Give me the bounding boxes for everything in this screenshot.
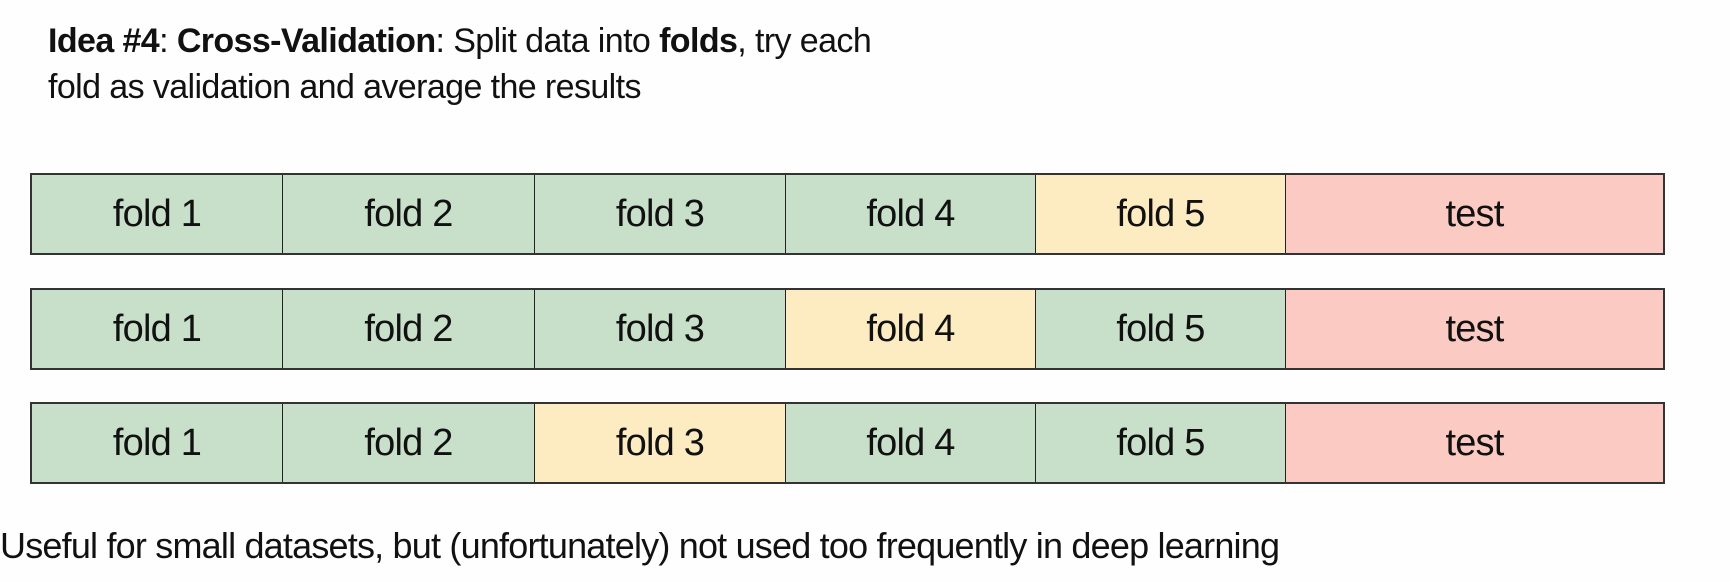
test-cell: test xyxy=(1286,290,1663,368)
test-cell: test xyxy=(1286,404,1663,482)
train-fold-cell: fold 1 xyxy=(32,404,283,482)
train-fold-cell: fold 4 xyxy=(786,175,1036,253)
train-fold-cell: fold 5 xyxy=(1036,290,1286,368)
title-line-2: fold as validation and average the resul… xyxy=(48,68,641,106)
footer-note: Useful for small datasets, but (unfortun… xyxy=(0,525,1280,566)
idea-number: Idea #4 xyxy=(48,22,160,60)
train-fold-cell: fold 3 xyxy=(535,290,786,368)
method-name: Cross-Validation xyxy=(176,22,436,60)
train-fold-cell: fold 2 xyxy=(283,290,535,368)
folds-keyword: folds xyxy=(659,22,738,60)
title-text-1: : Split data into xyxy=(435,22,660,60)
train-fold-cell: fold 1 xyxy=(32,290,283,368)
train-fold-cell: fold 2 xyxy=(283,175,535,253)
title-line-1: Idea #4: Cross-Validation: Split data in… xyxy=(48,18,872,64)
separator: : xyxy=(159,22,177,60)
title-text-2: , try each xyxy=(737,22,872,60)
train-fold-cell: fold 4 xyxy=(786,404,1036,482)
train-fold-cell: fold 5 xyxy=(1036,404,1286,482)
validation-fold-cell: fold 3 xyxy=(535,404,786,482)
validation-fold-cell: fold 5 xyxy=(1036,175,1286,253)
train-fold-cell: fold 2 xyxy=(283,404,535,482)
train-fold-cell: fold 3 xyxy=(535,175,786,253)
test-cell: test xyxy=(1286,175,1663,253)
slide-title: Idea #4: Cross-Validation: Split data in… xyxy=(48,18,872,110)
validation-fold-cell: fold 4 xyxy=(786,290,1036,368)
train-fold-cell: fold 1 xyxy=(32,175,283,253)
